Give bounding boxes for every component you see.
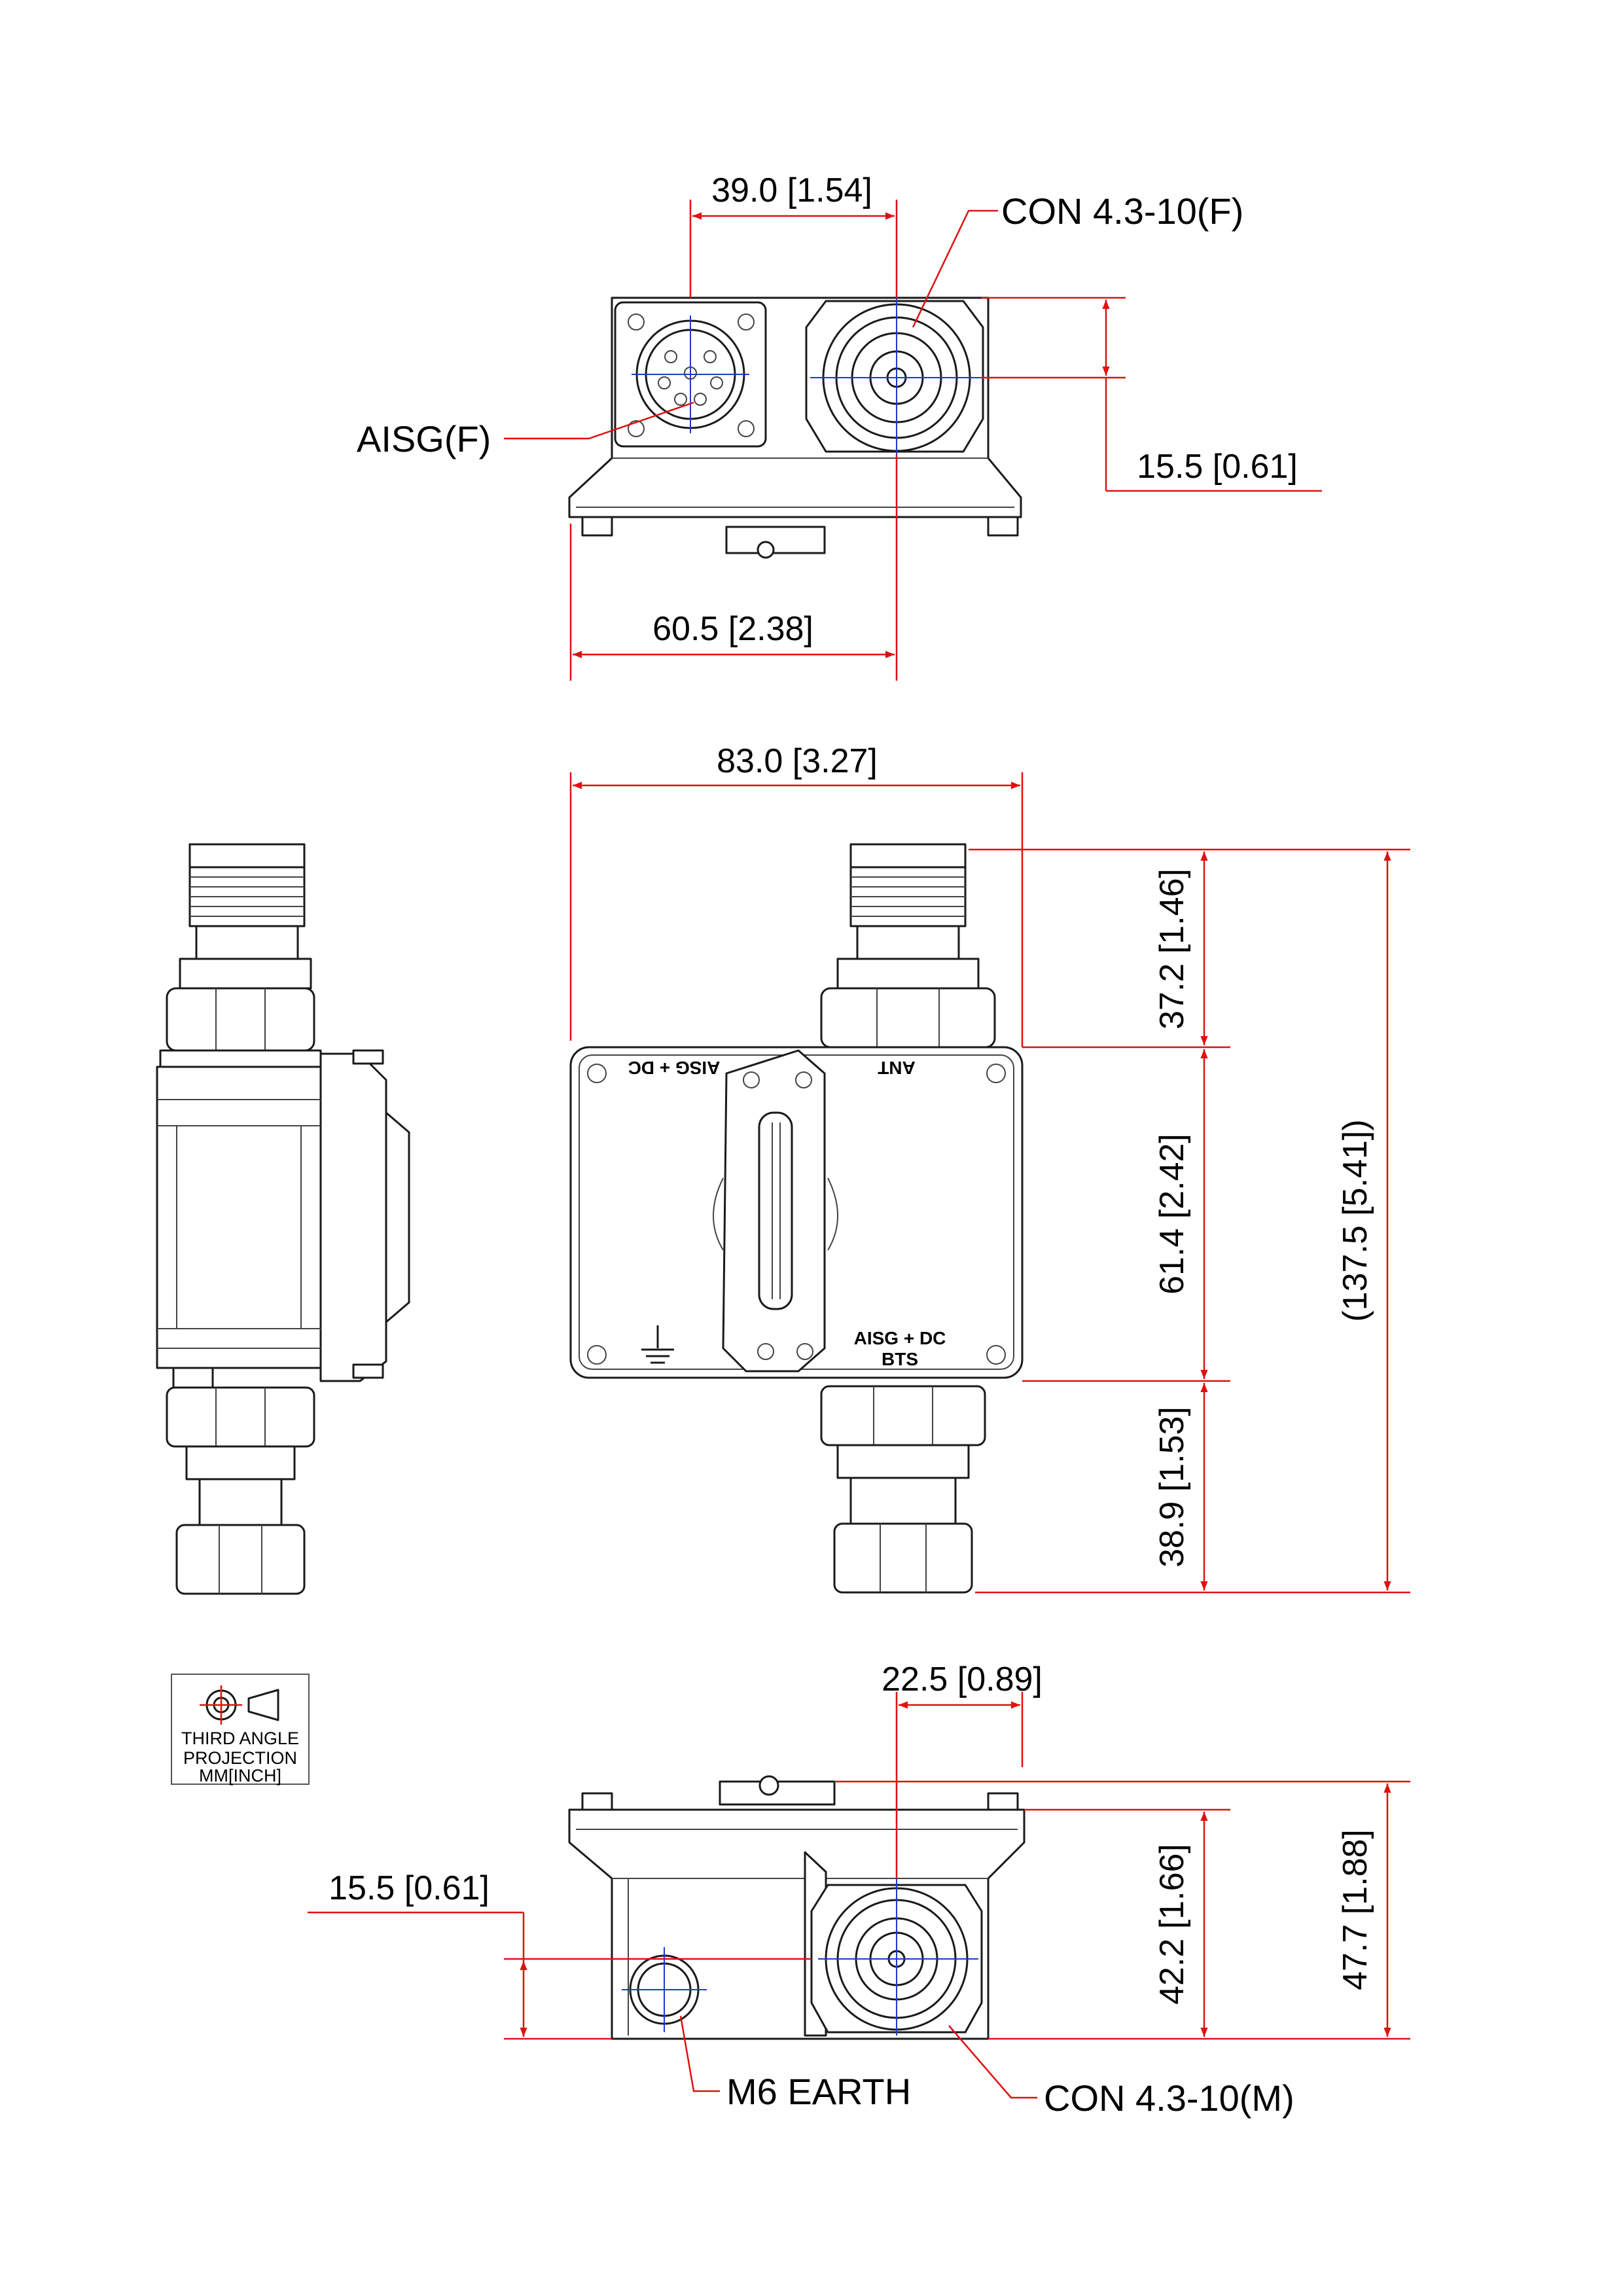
dim-front-bottom-connector: 38.9 [1.53] — [1153, 1407, 1191, 1568]
callout-aisg-female: AISG(F) — [357, 418, 491, 459]
projection-symbol: THIRD ANGLE PROJECTION MM[INCH] — [171, 1674, 310, 1785]
side-view — [156, 843, 410, 1595]
dim-front-total-height: (137.5 [5.41]) — [1336, 1119, 1374, 1321]
earth-symbol-icon — [641, 1325, 674, 1364]
con-male-connector — [810, 1878, 983, 2036]
marking-aisg-dc-top: AISG + DC — [628, 1058, 721, 1078]
dim-top-con-offset: 60.5 [2.38] — [652, 610, 813, 648]
dim-bottom-con-height: 42.2 [1.66] — [1153, 1844, 1191, 2005]
dim-top-con-height: 15.5 [0.61] — [1137, 448, 1298, 486]
dim-top-aisg-offset: 39.0 [1.54] — [711, 171, 872, 209]
front-view: ANT AISG + DC AISG + DC BTS 83.0 [3.27] … — [569, 742, 1410, 1594]
callout-con-female: CON 4.3-10(F) — [1001, 190, 1243, 232]
projection-line1: THIRD ANGLE — [181, 1729, 299, 1748]
dim-bottom-earth-height: 15.5 [0.61] — [329, 1869, 490, 1907]
earth-stud — [622, 1947, 707, 2032]
dim-bottom-total-height: 47.7 [1.88] — [1336, 1829, 1374, 1990]
con-female-connector — [805, 298, 984, 455]
marking-bts: BTS — [882, 1349, 918, 1369]
bottom-view: 22.5 [0.89] 15.5 [0.61] 42.2 [1.66] 47.7… — [308, 1660, 1410, 2119]
marking-aisg-dc-bottom: AISG + DC — [854, 1328, 946, 1348]
projection-line2: PROJECTION — [183, 1748, 297, 1768]
aisg-connector — [614, 301, 767, 448]
dim-front-top-connector: 37.2 [1.46] — [1153, 869, 1191, 1030]
dim-front-width: 83.0 [3.27] — [717, 742, 878, 780]
projection-line3: MM[INCH] — [199, 1766, 281, 1785]
dim-bottom-con-offset: 22.5 [0.89] — [882, 1660, 1043, 1698]
callout-m6-earth: M6 EARTH — [726, 2071, 911, 2112]
dim-front-body-height: 61.4 [2.42] — [1153, 1134, 1191, 1295]
marking-ant: ANT — [878, 1058, 916, 1078]
projection-symbol-icon — [200, 1685, 279, 1725]
top-view: 39.0 [1.54] 15.5 [0.61] 60.5 [2.38] CON … — [357, 171, 1322, 681]
callout-con-male: CON 4.3-10(M) — [1044, 2077, 1294, 2119]
